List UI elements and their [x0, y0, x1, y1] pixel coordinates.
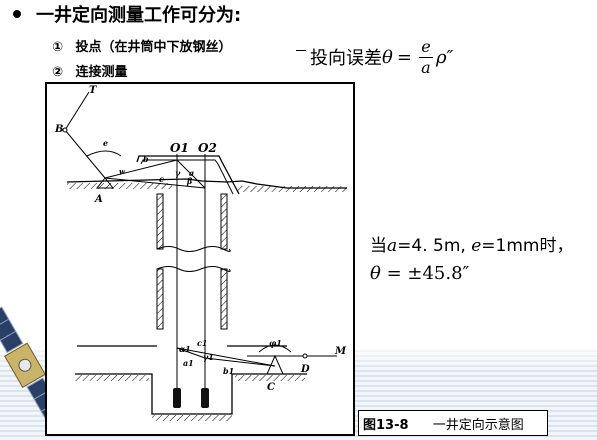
formula-numerator: e: [421, 36, 431, 56]
result-sep: ,: [460, 236, 472, 256]
label-a: a: [189, 168, 194, 178]
label-c1: c1: [197, 338, 207, 348]
point-B: [62, 127, 68, 133]
shaft-wall-upper-left: [156, 193, 164, 250]
angle-arc-phi1: [258, 344, 292, 353]
result-theta-value: = ±45.8″: [380, 263, 470, 284]
break-mark-middle: [156, 266, 231, 272]
result-e-value: =1mm时，: [481, 236, 574, 256]
station-A: [95, 177, 115, 189]
shaft-wall-upper-right: [220, 193, 228, 250]
line-C-O1: [176, 347, 276, 367]
label-B: B: [54, 124, 63, 135]
list-text: 投点（在井筒中下放钢丝）: [75, 40, 232, 55]
result-a-var: a: [387, 236, 398, 256]
line-A-O2: [104, 177, 206, 189]
error-formula: 投向误差 θ = e a ρ″: [310, 35, 453, 79]
label-O2: O2: [198, 141, 217, 155]
fraction-bar: [418, 56, 433, 58]
headframe: [136, 155, 240, 195]
label-c: c: [159, 174, 164, 184]
label-A: A: [94, 194, 103, 205]
shaft-wall-middle-right: [220, 268, 228, 330]
label-b: b: [143, 154, 149, 164]
figure-frame: T B A O1 O2 e b a c γ β w α1 c1 γ1 a1 b1…: [45, 82, 355, 436]
lower-hatch-left: [75, 375, 149, 381]
list-marker: ①: [52, 40, 64, 55]
formula-theta: θ: [382, 46, 393, 68]
result-line-2: θ = ±45.8″: [370, 263, 469, 284]
figure-caption: 图13-8 一井定向示意图: [358, 410, 548, 436]
label-T: T: [89, 85, 98, 96]
lower-hatch-right: [235, 375, 305, 381]
formula-eq: =: [396, 46, 412, 68]
formula-fraction: e a: [418, 36, 433, 77]
slide-heading: 一井定向测量工作可分为:: [36, 5, 242, 26]
shaft-wall-middle-left: [156, 268, 164, 330]
label-b1: b1: [223, 366, 234, 376]
label-D: D: [300, 364, 310, 375]
formula-label: 投向误差: [310, 48, 382, 69]
line-BT: [64, 91, 90, 131]
result-a-value: =4. 5m: [397, 236, 461, 256]
line-O1-O2: [176, 159, 206, 189]
label-w: w: [119, 167, 126, 176]
list-marker: ②: [52, 65, 64, 80]
label-beta: β: [186, 176, 193, 186]
station-C: [266, 354, 284, 375]
formula-denominator: a: [421, 57, 431, 77]
label-phi1: φ1: [269, 338, 282, 348]
formula-rho: ρ″: [435, 46, 454, 68]
plumb-weight-2: [201, 388, 209, 408]
formula-tick: [296, 50, 306, 51]
label-C: C: [267, 382, 275, 393]
ground-hatch-left: [67, 183, 172, 189]
result-theta: θ: [370, 263, 381, 284]
plumb-weight-1: [173, 388, 181, 408]
label-gamma1: γ1: [203, 352, 214, 362]
break-mark-upper: [156, 246, 231, 252]
line-O1-O2-lower: [176, 347, 206, 359]
lower-hatch-sump: [152, 415, 232, 421]
label-a1: a1: [183, 358, 194, 368]
bullet-dot: [13, 10, 21, 18]
list-item: ① 投点（在井筒中下放钢丝）: [52, 36, 232, 55]
point-D: [302, 353, 308, 359]
caption-number: 图13-8: [363, 418, 409, 433]
line-A-O1: [104, 159, 178, 179]
result-e-var: e: [471, 236, 482, 256]
label-e: e: [103, 138, 108, 148]
angle-arc-e: [86, 150, 122, 157]
ground-hatch-right: [237, 186, 347, 192]
label-M: M: [334, 346, 347, 357]
headframe-inner: [140, 159, 234, 195]
line-BA: [64, 129, 106, 179]
result-prefix: 当: [370, 236, 387, 256]
lower-tunnel-floor: [75, 373, 307, 415]
label-gamma: γ: [175, 168, 181, 178]
list-text: 连接测量: [75, 65, 128, 80]
result-line-1: 当a=4. 5m, e=1mm时，: [370, 231, 573, 256]
line-C-O2: [204, 357, 276, 367]
label-O1: O1: [170, 141, 189, 155]
list-item: ② 连接测量: [52, 61, 128, 80]
label-alpha1: α1: [179, 344, 191, 354]
shaft-diagram: T B A O1 O2 e b a c γ β w α1 c1 γ1 a1 b1…: [54, 85, 347, 421]
caption-title: 一井定向示意图: [432, 418, 524, 433]
